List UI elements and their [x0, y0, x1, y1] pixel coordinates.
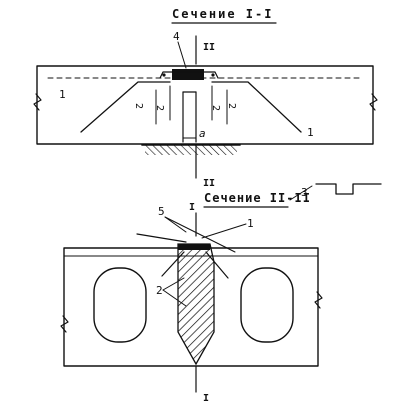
joint-top-seal	[178, 244, 210, 250]
section-1-view: Сечение I-I 4 1 1 2 2 2 2	[33, 7, 378, 189]
void-right	[240, 267, 294, 343]
joint-cover-bracket	[159, 71, 219, 79]
callout-4: 4	[173, 30, 180, 43]
top-rod	[136, 233, 187, 243]
key-detail-profile	[315, 183, 382, 195]
callout-2-lower-leader-a	[162, 277, 185, 291]
callout-1-lower: 1	[247, 217, 254, 230]
joint-cover-plate	[172, 69, 204, 80]
slab-outline	[36, 65, 374, 145]
callout-2-lower: 2	[156, 284, 163, 297]
cut-II-top-label: II	[203, 42, 215, 53]
callout-2-a: 2	[133, 103, 144, 109]
callout-5: 5	[158, 205, 165, 218]
callout-3: 3	[301, 186, 308, 199]
break-mark-left	[33, 93, 42, 111]
callout-2-lower-leader-b	[162, 289, 187, 307]
callout-1-lower-leader	[201, 223, 247, 239]
callout-2-c: 2	[210, 105, 221, 111]
section-2-view: Сечение II-II 3 I 5 1 2	[60, 183, 382, 404]
break-mark-lower-left	[60, 315, 69, 333]
break-mark-lower-right	[314, 291, 323, 309]
section-1-title: Сечение I-I	[172, 7, 273, 21]
anchor-right	[205, 251, 229, 279]
callout-3-leader	[289, 185, 313, 201]
dim-a-label: a	[199, 127, 206, 140]
callout-5-leader-a	[164, 216, 187, 233]
support-hatch	[145, 145, 237, 155]
grouted-key-joint	[177, 243, 215, 366]
callout-2-b: 2	[154, 105, 165, 111]
joint-dot-left	[162, 73, 166, 77]
break-mark-right	[369, 93, 378, 111]
callout-5-leader-b	[164, 216, 236, 253]
cut-I-top-label: I	[189, 202, 195, 213]
rebar-diagonal-left	[80, 81, 171, 133]
callout-4-leader	[177, 41, 187, 69]
rebar-diagonal-right	[211, 81, 302, 133]
callout-1-right: 1	[307, 126, 314, 139]
cut-II-bottom-label: II	[203, 178, 215, 189]
section-2-title: Сечение II-II	[204, 191, 311, 205]
callout-2-d: 2	[226, 103, 237, 109]
void-left	[93, 267, 147, 343]
cut-I-bottom-label: I	[203, 393, 209, 404]
anchor-left	[161, 251, 185, 277]
joint-dot-right	[211, 73, 215, 77]
callout-1-left: 1	[59, 88, 66, 101]
